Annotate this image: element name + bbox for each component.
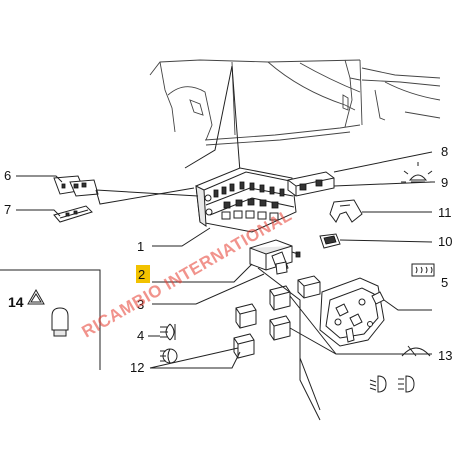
relay-bracket-5 <box>319 277 385 347</box>
callout-5: 5 <box>441 275 448 290</box>
bulb-14 <box>51 307 69 337</box>
rear-defroster-icon <box>411 263 435 277</box>
relay-cube-c <box>235 303 257 329</box>
leader-lines <box>16 151 433 421</box>
relay-module <box>249 239 301 275</box>
relay-cube-a <box>297 275 321 299</box>
bulb-frame <box>0 269 101 370</box>
fuse-rows <box>213 181 285 221</box>
relay-cube-e <box>233 333 255 359</box>
connector-module-7 <box>53 205 93 223</box>
callout-2: 2 <box>138 267 145 282</box>
fuse-box <box>195 167 297 233</box>
car-door-outline <box>149 59 441 146</box>
callout-1: 1 <box>137 239 144 254</box>
callout-3: 3 <box>137 297 144 312</box>
front-fog-light-icon <box>160 348 178 364</box>
relay-cube-d <box>269 315 291 341</box>
callout-10: 10 <box>438 234 452 249</box>
callout-11: 11 <box>438 205 452 220</box>
callout-8: 8 <box>441 144 448 159</box>
callout-12: 12 <box>130 360 144 375</box>
watermark-text: RICAMBIO INTERNATIONAL <box>79 205 296 341</box>
clip-11 <box>329 199 363 223</box>
callout-6: 6 <box>4 168 11 183</box>
relay-10 <box>319 233 341 249</box>
callout-labels: 6 7 1 2 3 4 12 14 8 9 11 10 5 13 <box>4 144 452 375</box>
relay-8 <box>287 171 335 197</box>
callout-14: 14 <box>8 294 24 310</box>
callout-2-highlight <box>136 265 150 283</box>
hazard-warning-icon <box>27 288 45 305</box>
rear-fog-light-icon <box>160 323 176 341</box>
callout-7: 7 <box>4 202 11 217</box>
connector-module-6 <box>53 175 99 197</box>
callout-13: 13 <box>438 348 452 363</box>
callout-9: 9 <box>441 175 448 190</box>
door-leader-lines <box>184 65 241 173</box>
callout-4: 4 <box>137 328 144 343</box>
low-high-beam-icon <box>369 375 415 393</box>
interior-lamp-icon <box>401 162 435 183</box>
relay-cube-b <box>269 285 291 311</box>
